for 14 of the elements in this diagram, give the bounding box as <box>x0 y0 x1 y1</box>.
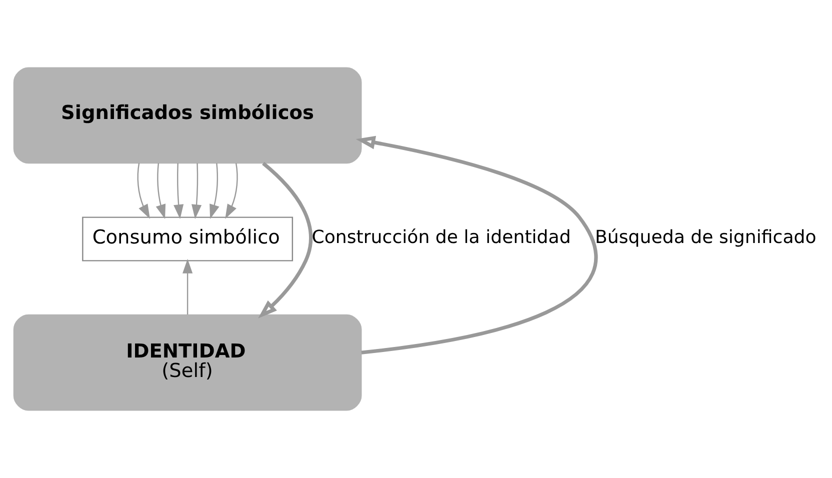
node-box: Consumo simbólico <box>82 216 294 262</box>
arrow <box>258 162 312 318</box>
arrow <box>156 163 166 219</box>
node-box: Significados simbólicos <box>13 67 362 164</box>
arrow <box>356 136 598 354</box>
arrow <box>192 163 202 220</box>
node-box: IDENTIDAD (Self) <box>13 314 362 411</box>
arrow <box>137 163 150 219</box>
edge-label: Búsqueda de significado <box>595 227 816 248</box>
arrow <box>225 163 238 219</box>
edge-label: Construcción de la identidad <box>312 227 571 248</box>
arrow <box>182 258 193 314</box>
arrow <box>174 163 184 220</box>
arrow <box>210 163 220 219</box>
